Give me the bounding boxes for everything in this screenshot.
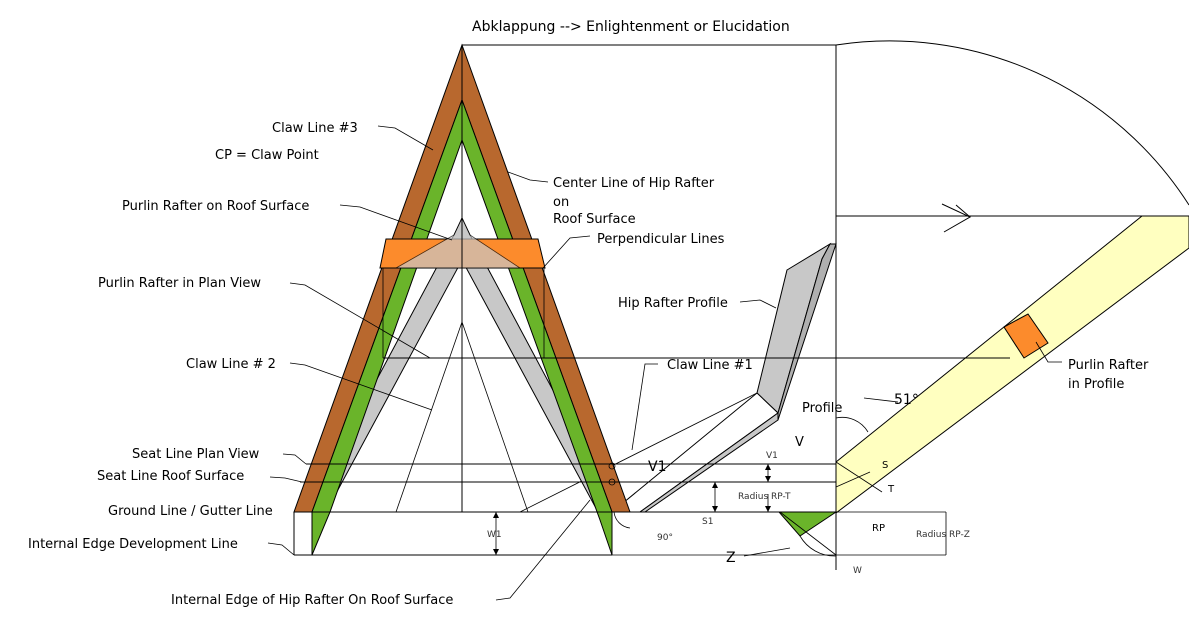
label-t: T [887, 484, 895, 495]
claw-line-1-drawn [519, 392, 758, 513]
label-v1-small: V1 [766, 451, 778, 461]
label-radius-rp-t: Radius RP-T [738, 492, 791, 502]
label-w1: W1 [487, 530, 502, 540]
leader-z [743, 547, 791, 557]
direction-arrow-icon [941, 203, 972, 233]
leader-center-line [507, 171, 549, 183]
label-seat-plan: Seat Line Plan View [132, 447, 260, 462]
profile-green-triangle [777, 511, 838, 537]
label-internal-dev: Internal Edge Development Line [28, 537, 238, 552]
diagram-title: Abklappung --> Enlightenment or Elucidat… [472, 19, 790, 35]
label-v: V [795, 435, 804, 450]
label-profile: Profile [802, 401, 842, 416]
label-purlin-roof: Purlin Rafter on Roof Surface [122, 199, 309, 214]
label-claw-line-1: Claw Line #1 [667, 358, 753, 373]
label-purlin-plan: Purlin Rafter in Plan View [98, 276, 261, 291]
label-radius-rp-z: Radius RP-Z [916, 530, 970, 540]
label-ground-line: Ground Line / Gutter Line [108, 504, 273, 519]
leader-claw-3 [377, 125, 434, 151]
right-angle-arc [613, 511, 631, 529]
leader-51 [863, 397, 899, 403]
profile-angle-arc [835, 417, 869, 433]
label-purlin-profile-2: in Profile [1068, 377, 1124, 392]
label-s1: S1 [702, 517, 713, 527]
label-hip-profile: Hip Rafter Profile [618, 296, 728, 311]
label-v1-big: V1 [648, 459, 666, 475]
label-center-line-2: on [553, 195, 569, 210]
label-rp: RP [872, 523, 885, 534]
leader-seat-plan [282, 453, 307, 465]
label-s: S [882, 460, 888, 471]
leader-purlin-profile [1035, 341, 1062, 363]
label-internal-hip: Internal Edge of Hip Rafter On Roof Surf… [171, 593, 453, 608]
inner-triangle-left [395, 321, 463, 513]
leader-internal-dev [267, 542, 295, 556]
label-center-line-3: Roof Surface [553, 212, 636, 227]
inner-triangle-right [461, 321, 529, 513]
leader-purlin-roof [339, 204, 453, 241]
direction-arrow-tail-icon [955, 204, 971, 218]
leader-internal-hip [495, 499, 591, 601]
label-purlin-profile-1: Purlin Rafter [1068, 358, 1149, 373]
leader-perpendicular [542, 235, 591, 269]
label-angle-51: 51° [894, 392, 919, 408]
leader-seat-roof [269, 476, 303, 483]
claw-point-marker [608, 462, 616, 470]
leader-purlin-plan [289, 282, 431, 359]
leader-claw-1 [631, 363, 658, 451]
label-cp-definition: CP = Claw Point [215, 148, 319, 163]
label-center-line-1: Center Line of Hip Rafter [553, 176, 715, 191]
z-arc-chord [779, 511, 837, 556]
label-claw-line-3: Claw Line #3 [272, 121, 358, 136]
profile-s-line [835, 471, 871, 488]
seat-point-marker [608, 478, 616, 486]
radius-arc-z [799, 535, 837, 557]
rotation-arc [835, 40, 1189, 206]
leader-claw-2 [289, 362, 433, 411]
label-angle-90: 90° [657, 533, 673, 543]
label-z: Z [726, 550, 736, 566]
purlin-profile-orange [1003, 313, 1049, 359]
label-seat-roof: Seat Line Roof Surface [97, 469, 244, 484]
purlin-profile-band [835, 215, 1189, 515]
purlin-plan-overlap [394, 217, 522, 269]
label-claw-line-2: Claw Line # 2 [186, 357, 276, 372]
label-w: W [853, 566, 862, 576]
label-perpendicular: Perpendicular Lines [597, 232, 725, 247]
leader-hip-profile [739, 299, 777, 309]
